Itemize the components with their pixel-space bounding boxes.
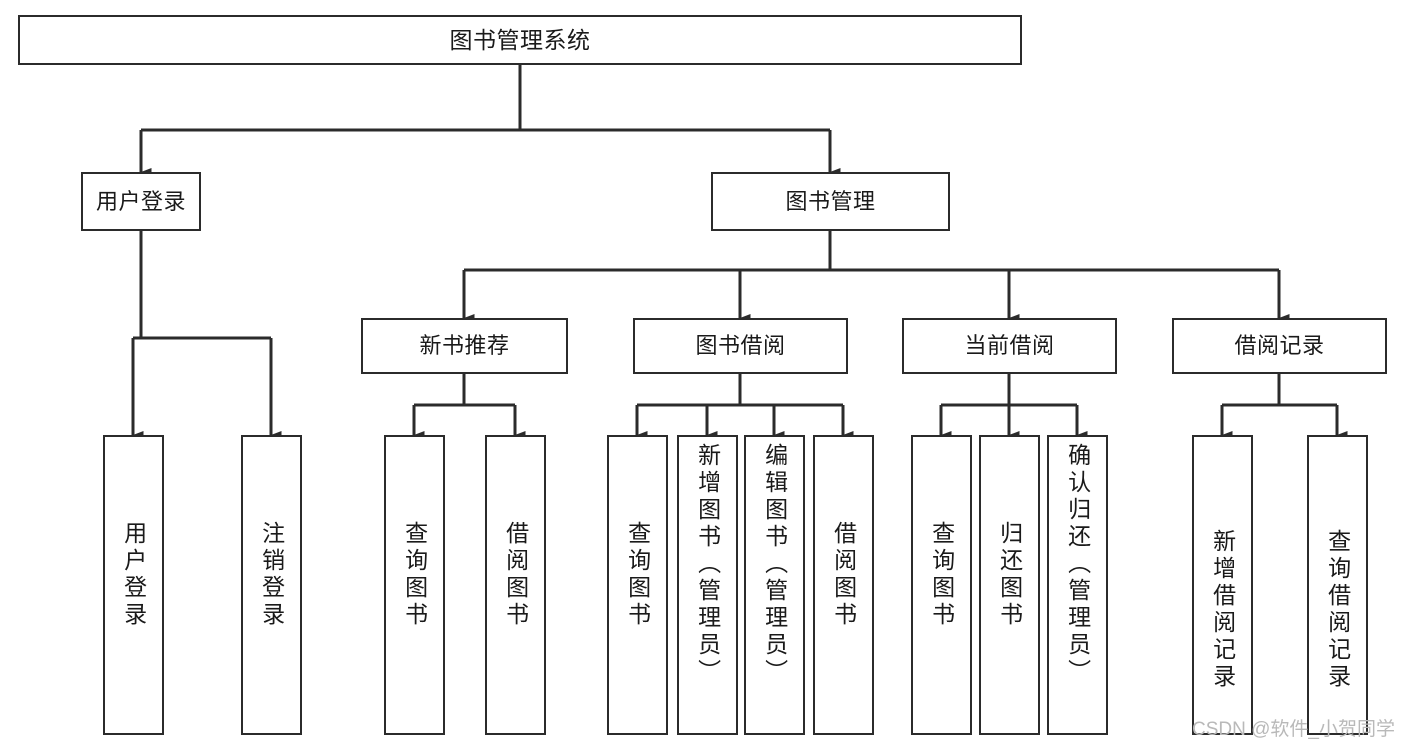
leaf-user-login-logout[interactable]: 注销登录	[241, 435, 302, 735]
leaf-book-borrow-add[interactable]: 新增图书（管理员）	[677, 435, 738, 735]
node-label: 归还图书	[996, 521, 1023, 629]
node-label: 确认归还（管理员）	[1064, 443, 1091, 686]
leaf-book-borrow-borrow[interactable]: 借阅图书	[813, 435, 874, 735]
leaf-borrow-record-query[interactable]: 查询借阅记录	[1307, 435, 1368, 735]
node-label: 查询图书	[401, 521, 428, 629]
node-label: 编辑图书（管理员）	[761, 443, 788, 686]
leaf-current-borrow-query[interactable]: 查询图书	[911, 435, 972, 735]
node-label: 新增图书（管理员）	[694, 443, 721, 686]
node-label: 当前借阅	[964, 333, 1055, 359]
node-label: 图书管理	[785, 188, 876, 214]
leaf-book-borrow-edit[interactable]: 编辑图书（管理员）	[744, 435, 805, 735]
leaf-new-book-query[interactable]: 查询图书	[384, 435, 445, 735]
node-label: 用户登录	[95, 188, 186, 214]
node-label: 新书推荐	[419, 333, 510, 359]
node-book-management[interactable]: 图书管理	[711, 172, 950, 231]
node-current-borrow[interactable]: 当前借阅	[902, 318, 1117, 374]
node-label: 查询图书	[928, 521, 955, 629]
node-label: 借阅图书	[502, 521, 529, 629]
node-label: 新增借阅记录	[1209, 529, 1236, 691]
watermark-text: CSDN @软件_小贺同学	[1192, 719, 1395, 740]
node-label: 图书借阅	[695, 333, 786, 359]
node-book-borrow[interactable]: 图书借阅	[633, 318, 848, 374]
node-label: 注销登录	[258, 521, 285, 629]
node-borrow-record[interactable]: 借阅记录	[1172, 318, 1387, 374]
leaf-current-borrow-return[interactable]: 归还图书	[979, 435, 1040, 735]
node-root-library-system[interactable]: 图书管理系统	[18, 15, 1022, 65]
node-label: 借阅图书	[830, 521, 857, 629]
node-new-book-recommend[interactable]: 新书推荐	[361, 318, 568, 374]
node-label: 查询借阅记录	[1324, 529, 1351, 691]
leaf-borrow-record-add[interactable]: 新增借阅记录	[1192, 435, 1253, 735]
node-label: 图书管理系统	[449, 26, 591, 53]
node-label: 查询图书	[624, 521, 651, 629]
leaf-current-borrow-confirm-return[interactable]: 确认归还（管理员）	[1047, 435, 1108, 735]
leaf-user-login-login[interactable]: 用户登录	[103, 435, 164, 735]
node-label: 借阅记录	[1234, 333, 1325, 359]
node-label: 用户登录	[120, 521, 147, 629]
leaf-book-borrow-query[interactable]: 查询图书	[607, 435, 668, 735]
node-user-login[interactable]: 用户登录	[81, 172, 201, 231]
leaf-new-book-borrow[interactable]: 借阅图书	[485, 435, 546, 735]
